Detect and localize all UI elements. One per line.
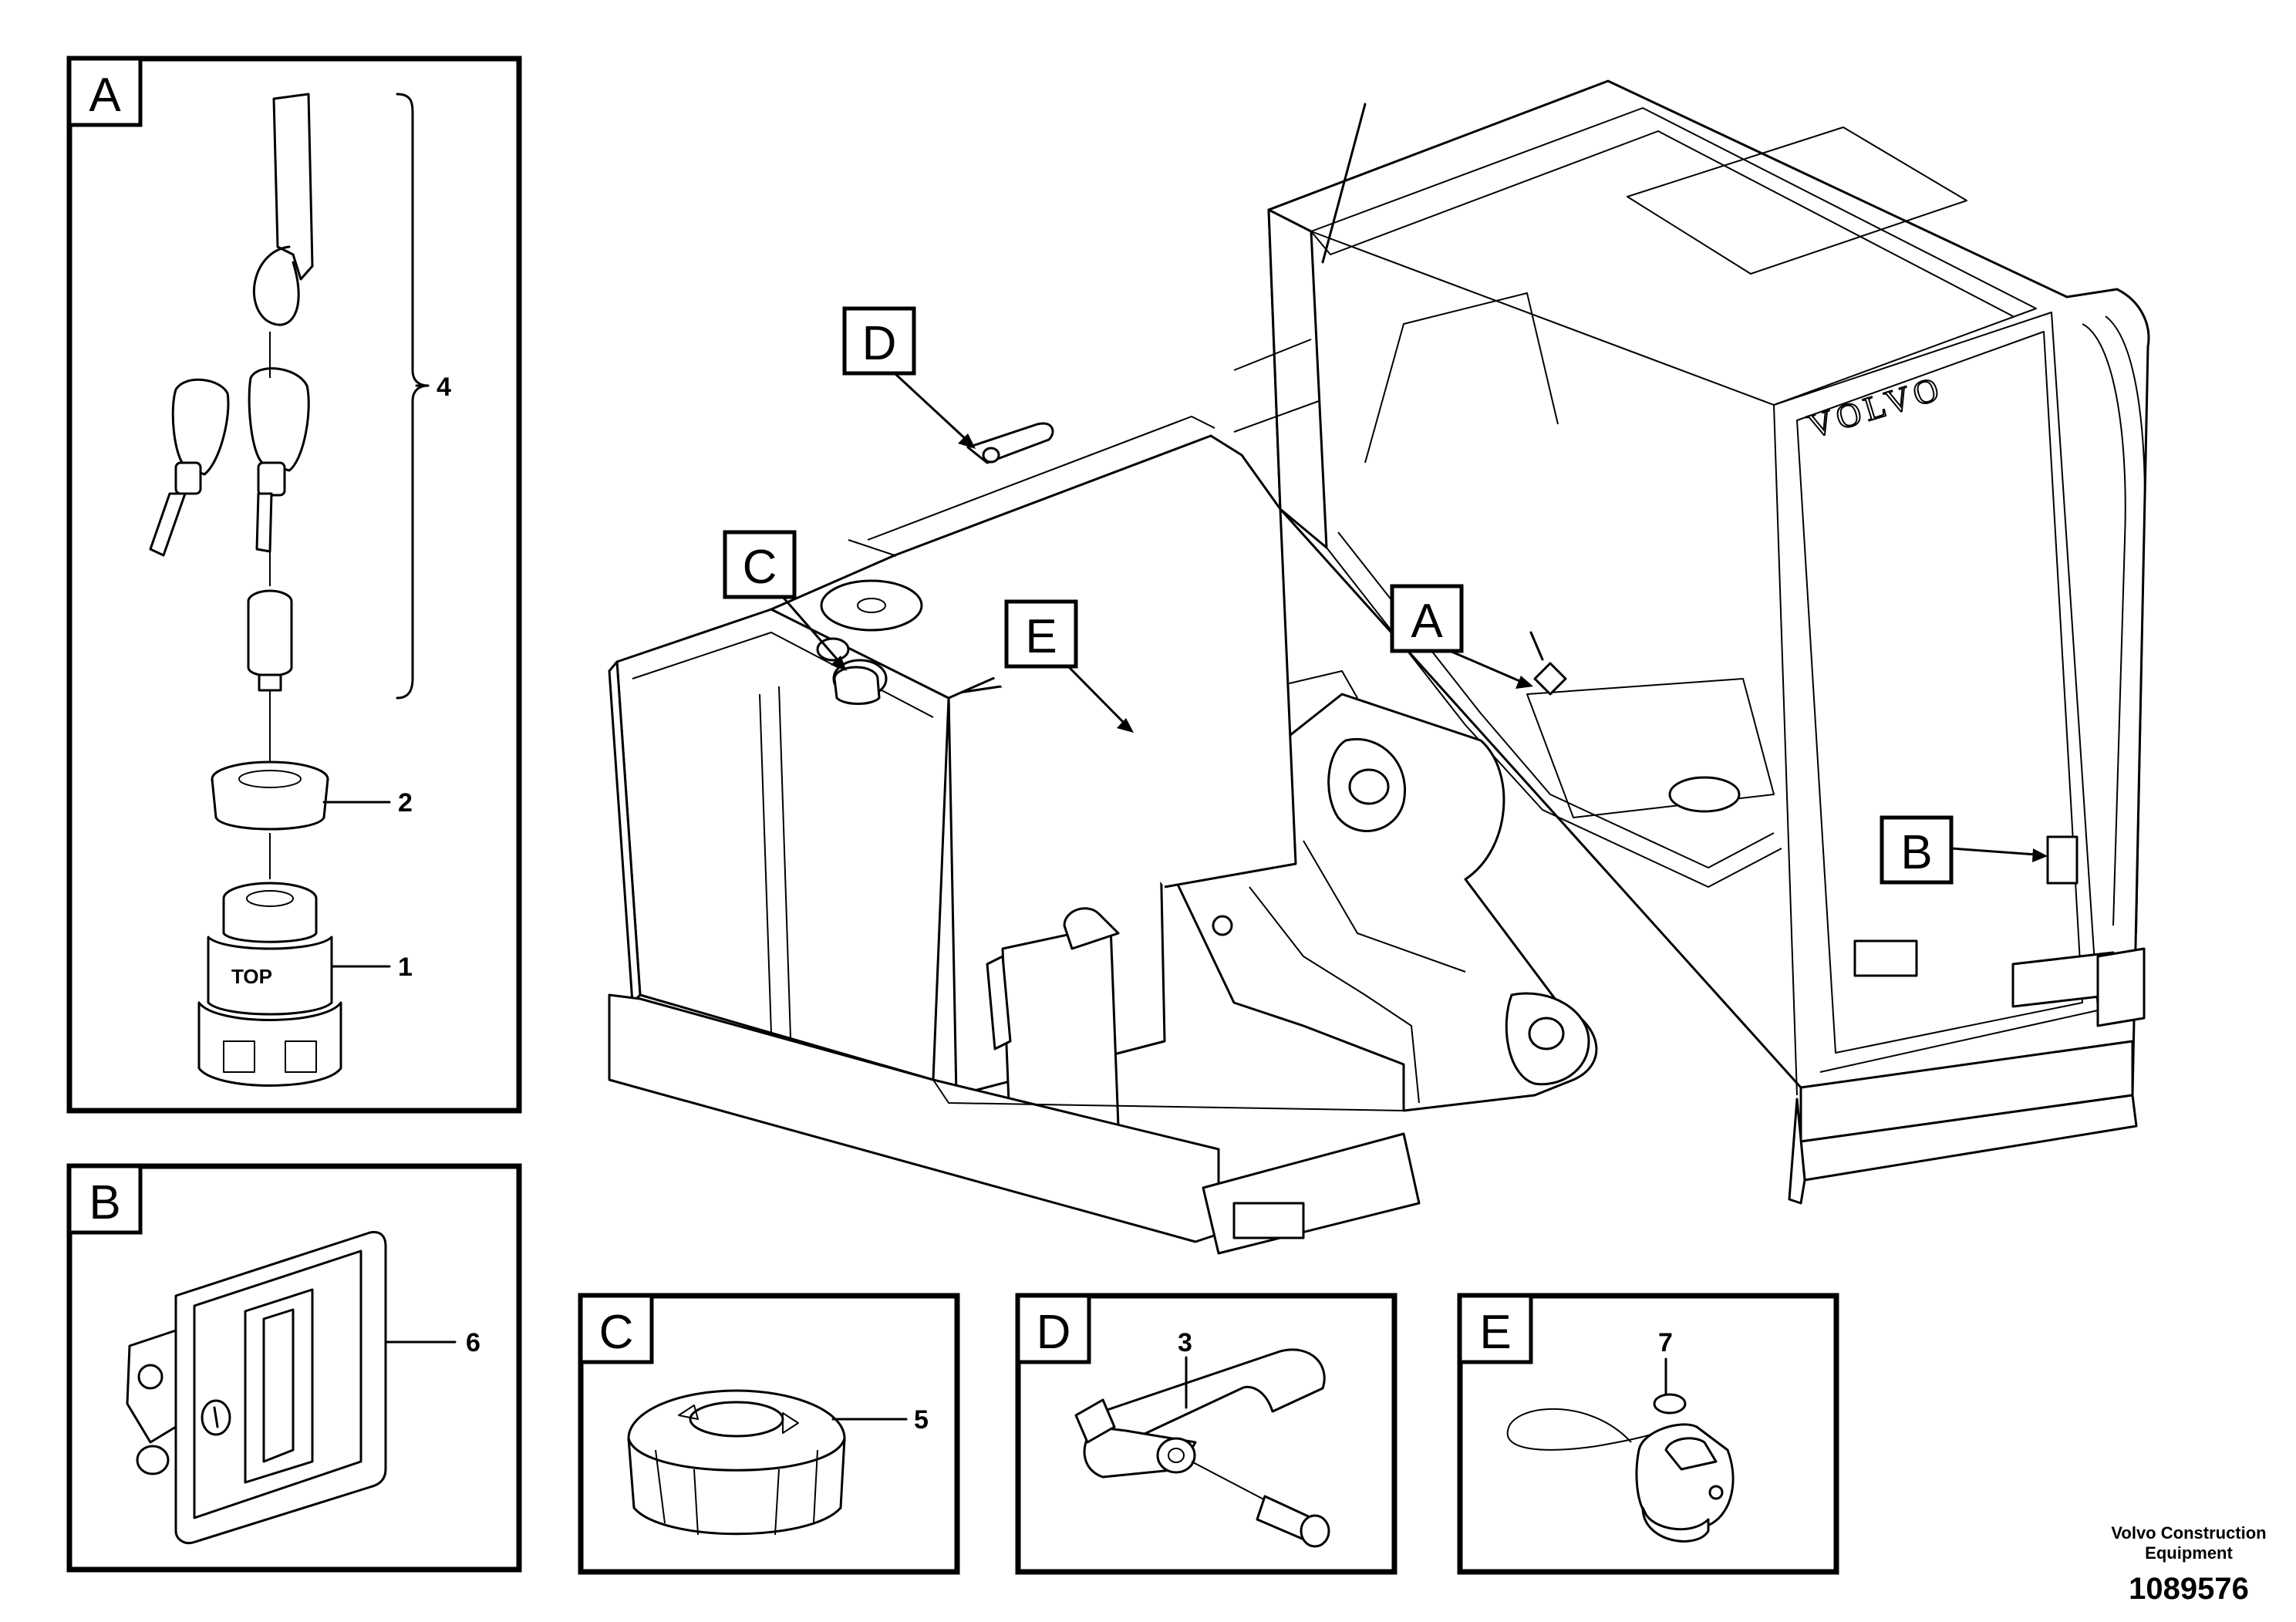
footer-block: Volvo Construction Equipment 1089576 bbox=[2111, 1523, 2266, 1606]
ignition-switch: TOP bbox=[197, 882, 342, 1087]
switch-top-label: TOP bbox=[231, 965, 272, 988]
panel-c-tag: C bbox=[599, 1306, 634, 1359]
lock-cylinder bbox=[247, 589, 293, 692]
footer-company-line1: Volvo Construction bbox=[2111, 1523, 2266, 1543]
main-tag-c: C bbox=[723, 530, 847, 671]
main-tag-e: E bbox=[1004, 599, 1134, 733]
bracket-4 bbox=[396, 93, 430, 700]
tank-cap bbox=[1506, 1393, 1735, 1543]
svg-text:C: C bbox=[743, 541, 777, 594]
main-tag-a: A bbox=[1390, 584, 1533, 689]
svg-text:D: D bbox=[862, 317, 897, 370]
key-tag bbox=[272, 93, 314, 281]
tank-compartments bbox=[608, 416, 2138, 1255]
panel-e-tag-box bbox=[1458, 1293, 1533, 1364]
panel-d-tag-box bbox=[1016, 1293, 1091, 1364]
main-tag-d: D bbox=[842, 306, 976, 449]
key-ring bbox=[253, 245, 300, 326]
door-handle bbox=[126, 1230, 387, 1545]
panel-e-tag: E bbox=[1479, 1306, 1511, 1359]
svg-text:B: B bbox=[1900, 826, 1932, 879]
callout-5: 5 bbox=[914, 1405, 929, 1435]
svg-text:E: E bbox=[1025, 610, 1057, 663]
panel-a: A bbox=[66, 56, 522, 1114]
panel-d: D 3 bbox=[1015, 1293, 1397, 1575]
panel-b-tag: B bbox=[89, 1176, 120, 1229]
panel-d-frame bbox=[1015, 1293, 1397, 1575]
fuel-cap bbox=[627, 1389, 846, 1536]
panel-e: E 7 bbox=[1457, 1293, 1839, 1575]
panel-a-tag-box bbox=[67, 56, 143, 127]
panel-a-tag: A bbox=[89, 69, 121, 122]
drawing-number: 1089576 bbox=[2129, 1572, 2249, 1606]
panel-d-tag: D bbox=[1037, 1306, 1071, 1359]
callout-7: 7 bbox=[1658, 1328, 1673, 1357]
machine-view: VOLVO bbox=[608, 79, 2150, 1255]
panel-c: C 5 bbox=[578, 1293, 960, 1575]
panel-b-frame bbox=[66, 1163, 522, 1573]
key-left bbox=[149, 378, 230, 557]
panel-a-frame bbox=[66, 56, 522, 1114]
key-right bbox=[248, 367, 310, 553]
panel-e-frame bbox=[1457, 1293, 1839, 1575]
callout-2: 2 bbox=[398, 788, 413, 818]
callout-6: 6 bbox=[466, 1328, 480, 1357]
svg-text:A: A bbox=[1411, 595, 1443, 648]
grab-handle bbox=[1074, 1348, 1330, 1548]
grommet bbox=[211, 760, 329, 831]
panel-b-tag-box bbox=[67, 1164, 143, 1235]
footer-company-line2: Equipment bbox=[2145, 1543, 2233, 1563]
main-tag-b: B bbox=[1880, 815, 2048, 885]
callout-4: 4 bbox=[437, 373, 451, 402]
callout-3: 3 bbox=[1178, 1328, 1192, 1357]
panel-c-frame bbox=[578, 1293, 960, 1575]
panel-b: B 6 bbox=[66, 1163, 522, 1573]
panel-c-tag-box bbox=[578, 1293, 654, 1364]
callout-1: 1 bbox=[398, 953, 413, 982]
